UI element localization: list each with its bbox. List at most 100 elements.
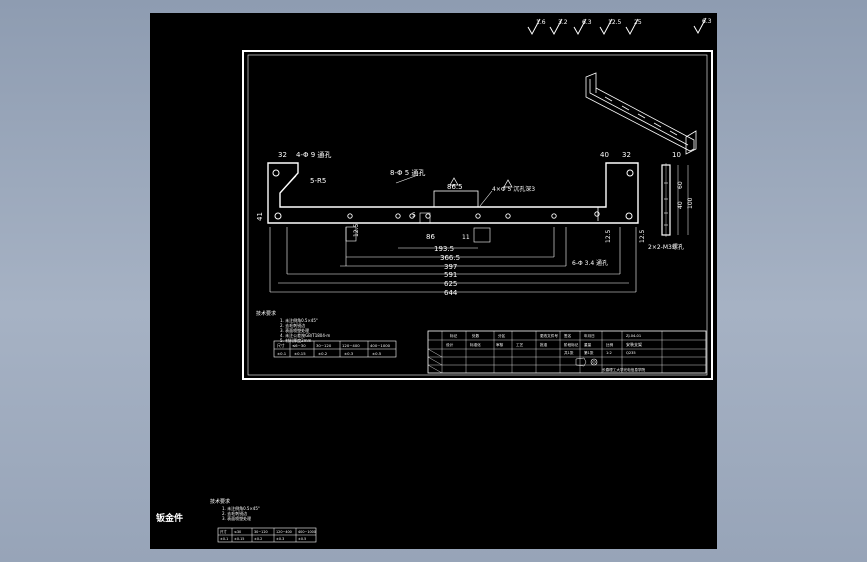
dim-397: 397 [444,263,457,271]
title-block: 标记 处数 分区 更改文件号 签名 年月日 设计 标准化 审核 工艺 批准 阶段… [427,330,707,374]
tolerance-table: 尺寸 ≤6~30 30~120 120~400 400~1000 ±0.1 ±0… [273,340,397,358]
bottom-table-cell: ±0.15 [234,537,244,541]
bottom-block: 钣金件 技术要求 1. 未注倒角0.5×45° 2. 去毛刺锐边 3. 表面喷塑… [156,498,317,543]
bottom-table-cell: ±0.1 [220,537,228,541]
bottom-table-cell: ±0.2 [254,537,262,541]
roughness-symbol-1: 1.6 [527,18,546,36]
roughness-value: 1.6 [536,19,546,26]
dim-side-h3: 100 [687,197,694,209]
dim-right-top-a: 40 [600,151,609,159]
dim-mid-86: 86 [426,233,435,241]
bottom-notes-title: 技术要求 [210,498,230,505]
title-cell: 设计 [446,342,454,347]
bottom-table-cell: 120~400 [276,530,292,534]
technical-notes: 技术要求 1. 未注倒角0.5×45° 2. 去毛刺锐边 3. 表面喷塑处理 4… [256,310,330,343]
note-item: 4. 未注公差按GB/T1804-m [280,332,330,338]
notes-title: 技术要求 [256,310,276,317]
title-cell: 第1张 [584,350,594,355]
tol-value: ±0.5 [372,351,382,356]
title-part-name: 安装支架 [626,341,642,347]
bottom-table-cell: ≤30 [234,530,241,534]
dim-left-height: 41 [256,212,264,221]
roughness-symbol-6: 6.3 [693,17,712,35]
dim-thread-note: 4×Φ 5 沉孔深3 [492,185,535,193]
bottom-label: 钣金件 [156,512,183,524]
dim-h-12-5-left: 12.5 [353,223,360,237]
dimension-lines [269,227,637,293]
title-cell: 分区 [498,333,506,338]
title-cell: 年月日 [584,333,595,338]
tol-header: 120~400 [342,343,360,348]
tol-header: 400~1000 [370,343,391,348]
dim-366-5: 366.5 [440,254,460,262]
title-cell: 更改文件号 [540,333,558,338]
title-cell: 标记 [450,333,458,338]
title-cell: 处数 [472,333,480,338]
title-cell: 共1张 [564,350,574,355]
bottom-table-cell: 尺寸 [220,529,227,534]
dim-top-hole-note: 4-Φ 9 通孔 [296,150,331,159]
note-item: 3. 表面喷塑处理 [280,327,309,333]
title-cell: 重量 [584,342,592,347]
datum-triangle [503,179,513,188]
dim-side-12-5: 12.5 [605,229,612,243]
tol-header: 尺寸 [277,343,285,348]
dim-side-h2: 60 [677,181,684,189]
roughness-symbol-4: 12.5 [599,18,622,36]
isometric-view [585,72,697,155]
dim-center-top: 86.5 [447,183,463,191]
roughness-value: 25 [634,19,642,26]
title-cell: 比例 [606,342,614,347]
roughness-value: 12.5 [608,19,622,26]
title-org: 长春理工大学光电信息学院 [602,367,646,372]
tol-value: ±0.1 [277,351,287,356]
dim-193-5: 193.5 [434,245,454,253]
dim-top-radius: 5-R5 [310,177,326,185]
title-cell: 标准化 [470,342,481,347]
roughness-symbol-3: 6.3 [573,18,592,36]
dim-slot-note: 8-Φ 5 通孔 [390,168,425,177]
title-cell: 批准 [540,342,548,347]
datum-triangle [449,177,459,186]
dim-side-h1: 40 [677,201,684,209]
title-cell: 工艺 [516,342,524,347]
roughness-symbols: 1.6 3.2 6.3 12.5 25 6.3 [527,17,712,36]
bottom-note: 1. 未注倒角0.5×45° [222,505,260,511]
title-cell: 签名 [564,333,572,338]
dim-644: 644 [444,289,458,297]
tol-value: ±0.2 [318,351,328,356]
bottom-table-cell: 30~120 [254,530,268,534]
dim-625: 625 [444,280,457,288]
dim-right-top-b: 32 [622,151,631,159]
dim-side-w: 10 [672,151,681,159]
bottom-note: 3. 表面喷塑处理 [222,515,251,521]
title-cell: 审核 [496,342,504,347]
bottom-note: 2. 去毛刺锐边 [222,510,247,516]
dim-top-left: 32 [278,151,287,159]
roughness-value: 6.3 [582,19,592,26]
cad-viewport[interactable]: 1.6 3.2 6.3 12.5 25 6.3 [150,13,717,549]
title-drawing-no: ZJ-04-01 [626,334,641,338]
dim-side-note: 2×2-M3螺孔 [648,243,684,251]
dim-bottom-note: 6-Φ 3.4 通孔 [572,259,608,267]
front-view: 32 4-Φ 9 通孔 5-R5 41 40 32 8-Φ 5 通孔 4×Φ 5… [256,150,646,297]
sheet-border-inner [247,54,708,376]
drawing-canvas: 1.6 3.2 6.3 12.5 25 6.3 [156,17,713,543]
bottom-table-cell: 400~1000 [298,530,316,534]
dim-mid-11: 11 [462,234,470,241]
sheet-border-outer [242,50,713,380]
tol-value: ±0.15 [294,351,306,356]
dim-591: 591 [444,271,457,279]
note-item: 1. 未注倒角0.5×45° [280,317,318,323]
roughness-symbol-2: 3.2 [549,18,568,36]
tol-header: 30~120 [316,343,332,348]
roughness-value: 6.3 [702,18,712,25]
title-material: Q235 [626,351,636,355]
roughness-symbol-5: 25 [625,18,642,36]
note-item: 2. 去毛刺锐边 [280,322,305,328]
bottom-table-cell: ±0.5 [298,537,306,541]
tol-header: ≤6~30 [292,343,306,348]
bottom-table-cell: ±0.3 [276,537,284,541]
dim-side-12-5-right: 12.5 [639,229,646,243]
side-view: 10 40 60 100 2×2-M3螺孔 [648,151,694,251]
